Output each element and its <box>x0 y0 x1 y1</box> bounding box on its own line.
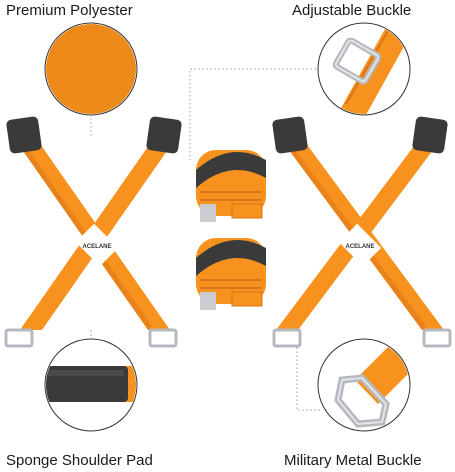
polyester-detail-circle <box>44 22 138 116</box>
rolled-strap-top <box>196 150 266 222</box>
label-premium-polyester: Premium Polyester <box>6 2 133 19</box>
right-harness: ACELANE <box>272 116 452 348</box>
sponge-pad-circle <box>44 338 138 432</box>
brand-mark-right: ACELANE <box>345 244 374 250</box>
rolled-strap-bottom <box>196 238 266 310</box>
leader-lines <box>90 68 320 411</box>
adjustable-buckle-circle <box>317 22 411 116</box>
label-adjustable-buckle: Adjustable Buckle <box>292 2 412 19</box>
brand-mark-left: ACELANE <box>82 244 111 250</box>
military-buckle-circle <box>317 338 411 432</box>
leader-line-military <box>296 345 320 411</box>
leader-line-sponge <box>90 330 92 340</box>
label-sponge-shoulder-pad: Sponge Shoulder Pad <box>6 452 153 469</box>
label-military-metal-buckle: Military Metal Buckle <box>284 452 422 469</box>
left-harness: ACELANE <box>4 116 182 348</box>
